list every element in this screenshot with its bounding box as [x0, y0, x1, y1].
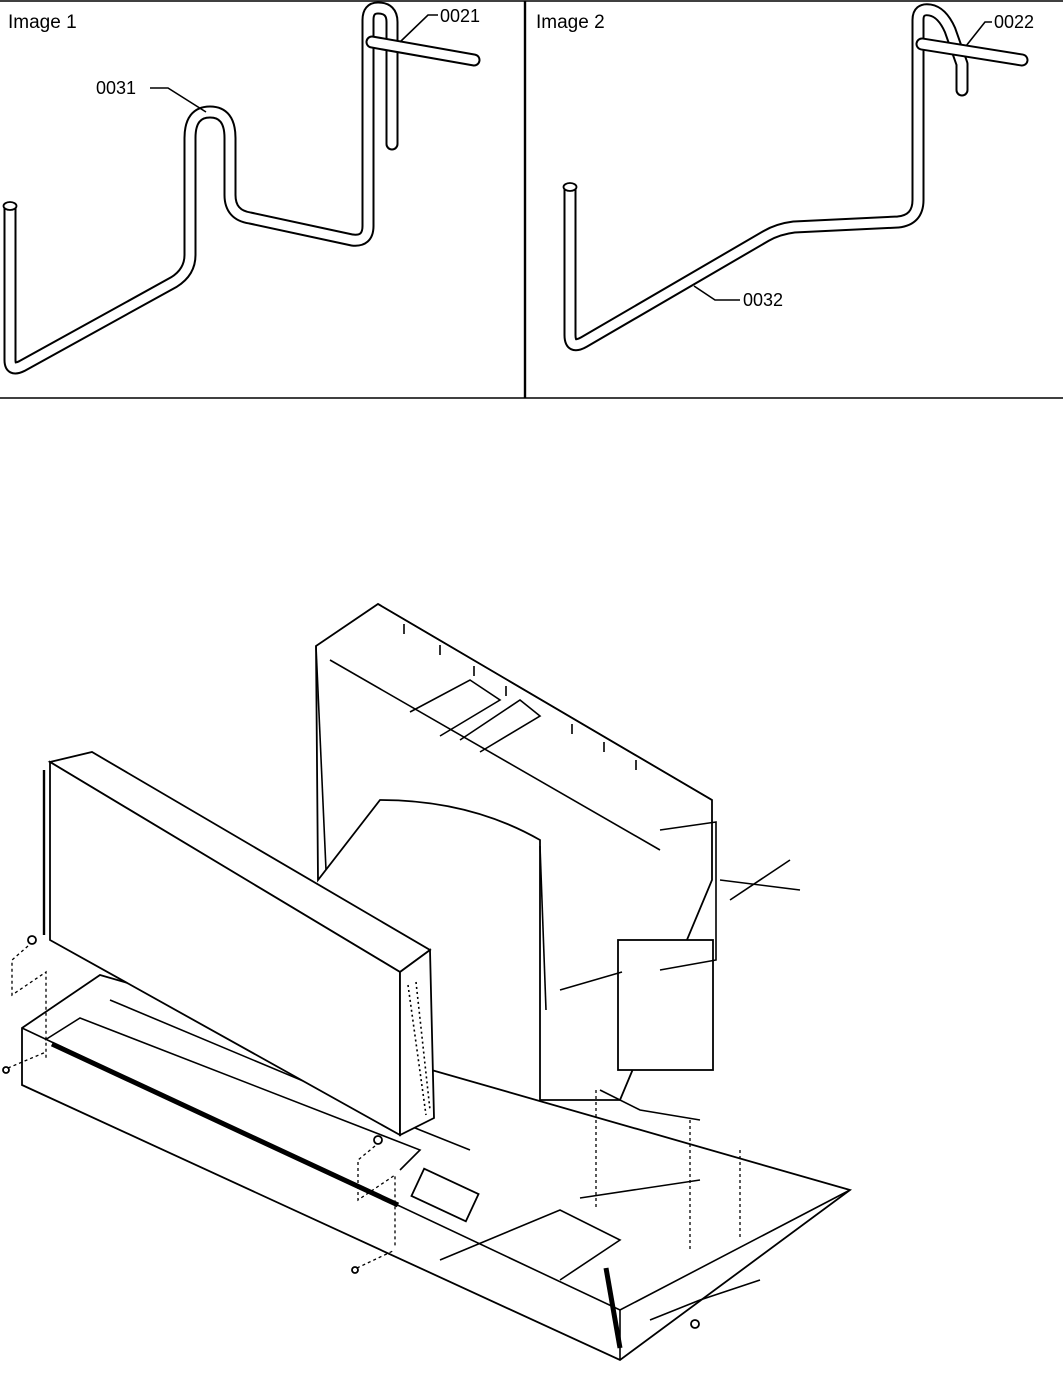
callout-0032: 0032	[743, 290, 784, 310]
leader-lines	[150, 14, 992, 301]
fasteners	[2, 935, 700, 1329]
coil-box	[42, 751, 435, 1137]
callout-0031: 0031	[96, 78, 137, 98]
tube-0021	[365, 35, 481, 67]
panel-title-image-1: Image 1	[8, 12, 77, 33]
base-pan	[21, 974, 853, 1362]
callout-0021: 0021	[440, 6, 481, 26]
panel-frame	[0, 0, 1063, 399]
panel-title-image-2: Image 2	[536, 12, 605, 33]
control-components	[559, 821, 801, 1250]
callout-0022: 0022	[994, 12, 1035, 32]
tube-0031	[2, 1, 399, 375]
tube-0022	[915, 37, 1029, 67]
tube-0032	[562, 3, 969, 352]
